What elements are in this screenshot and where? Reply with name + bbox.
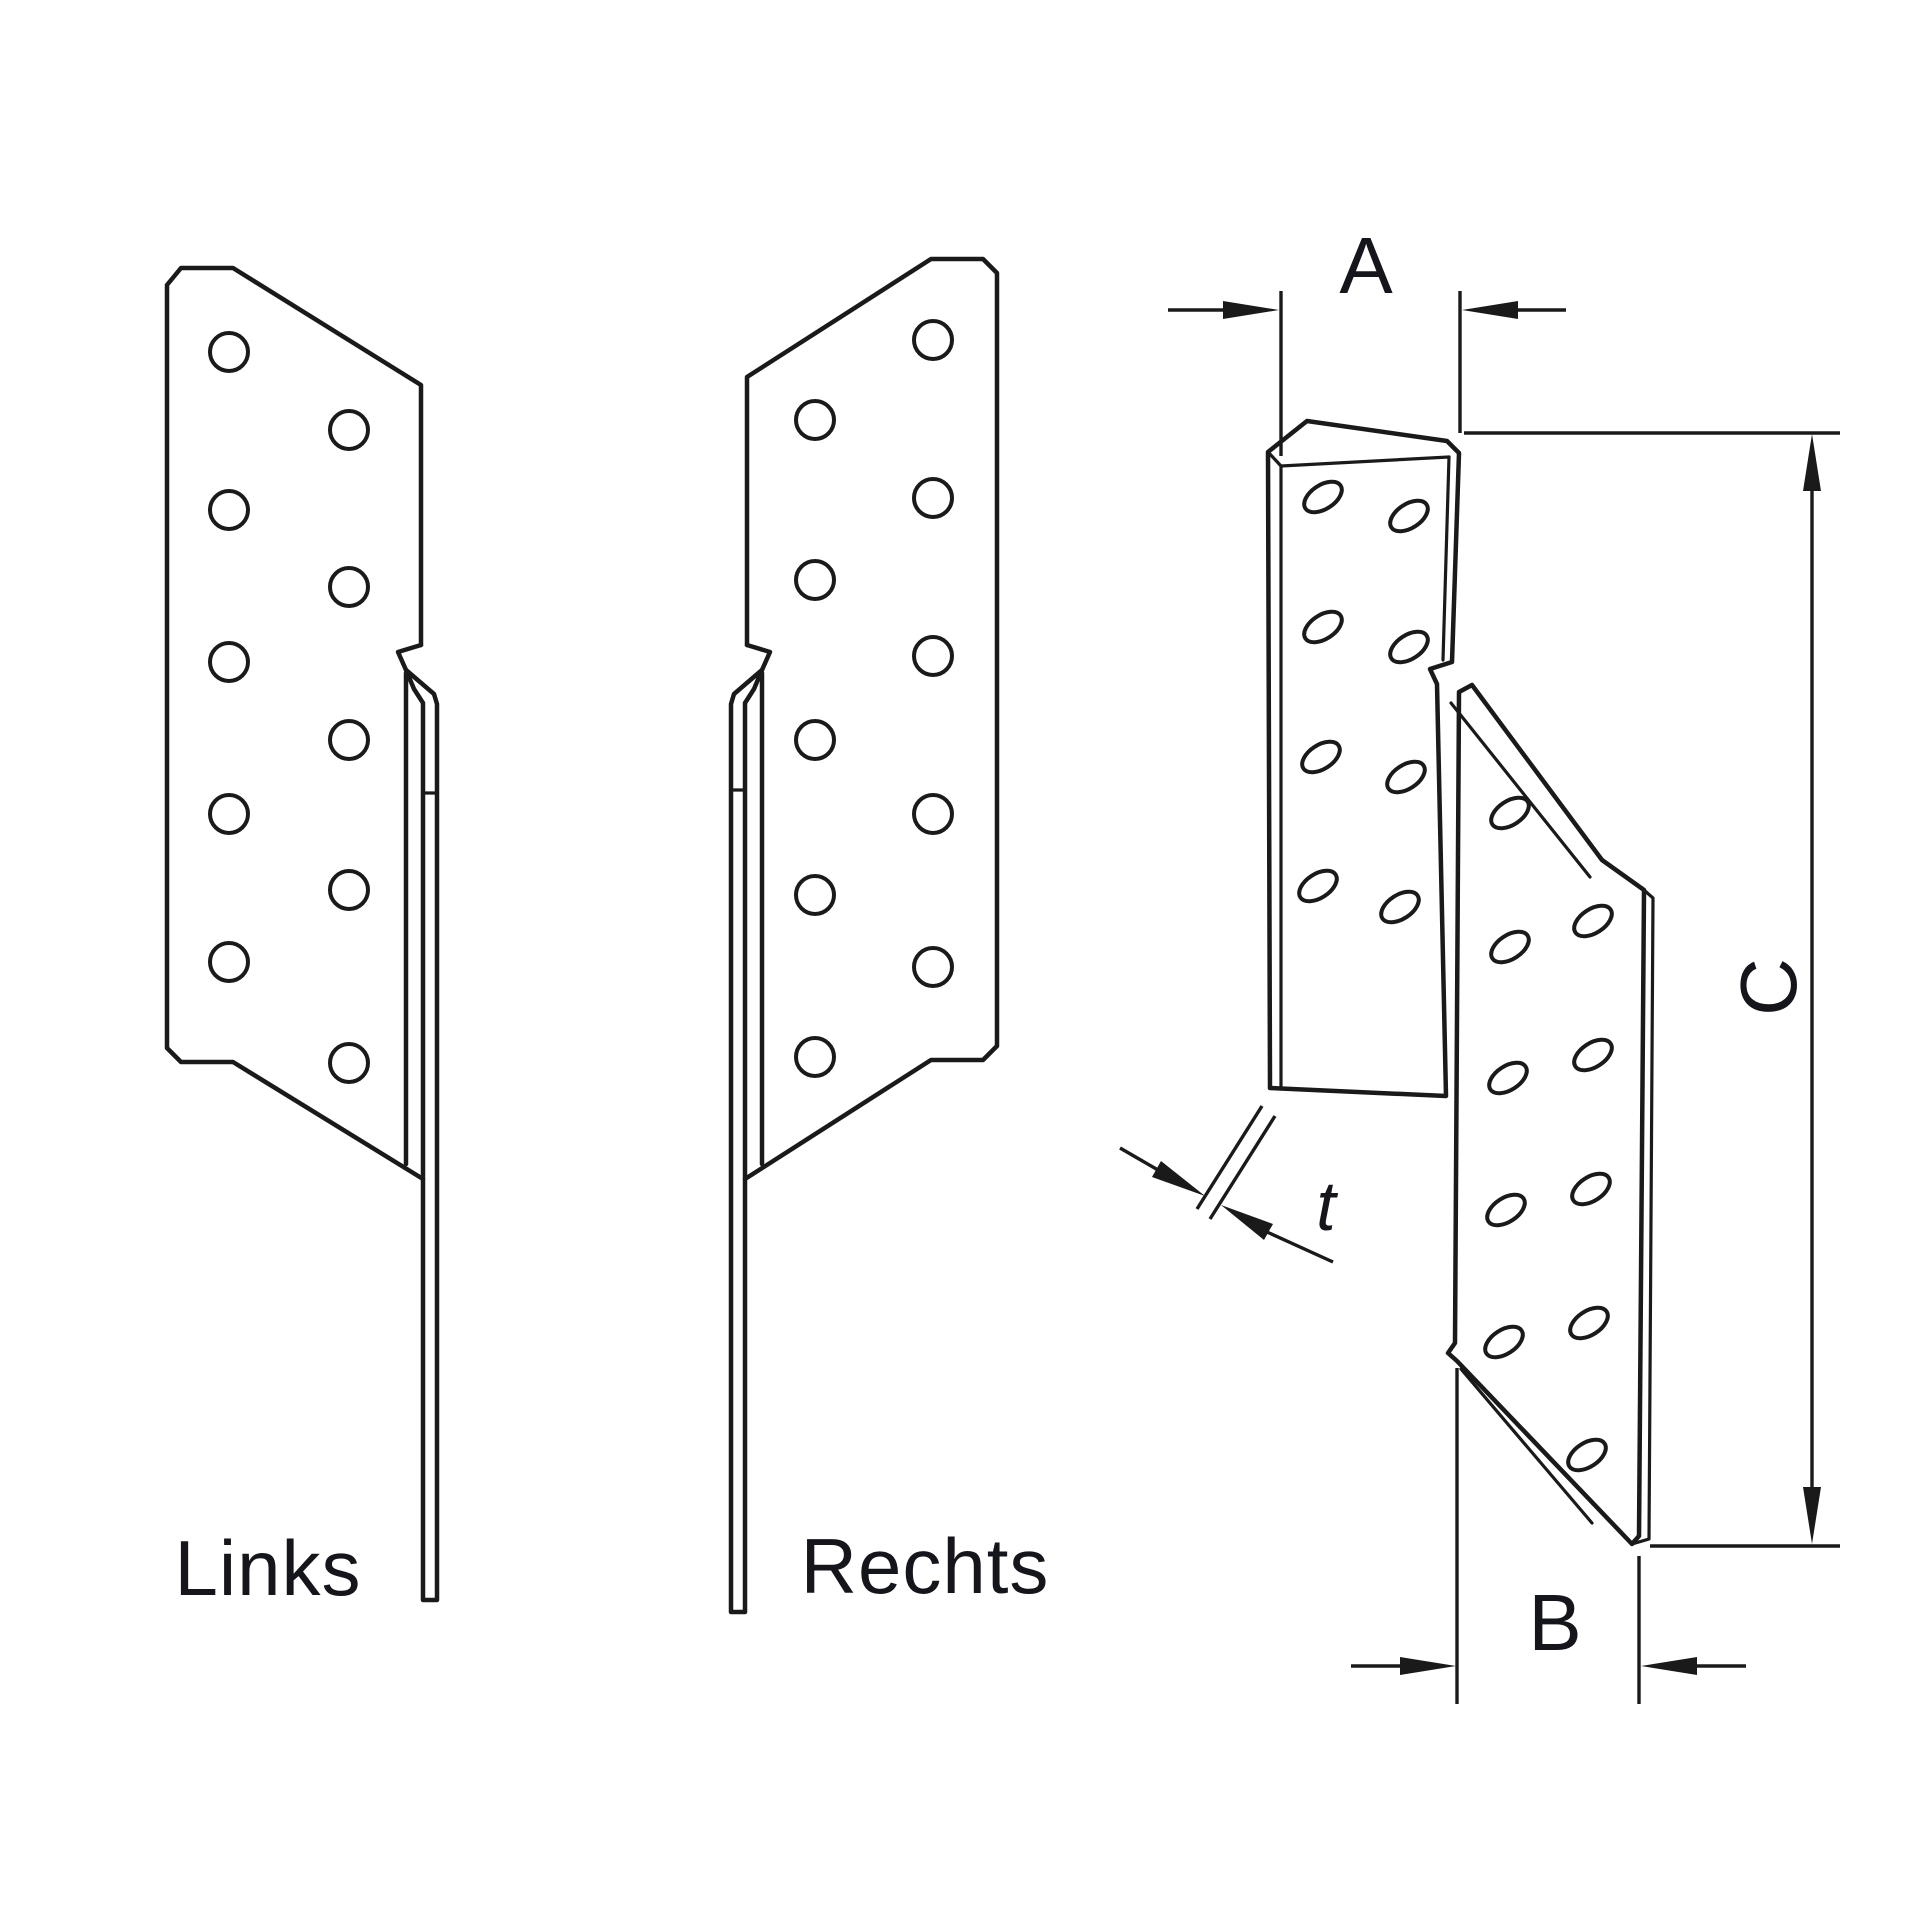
nail-hole — [1485, 1192, 1527, 1228]
nail-hole — [912, 635, 954, 677]
iso-view — [1265, 418, 1655, 1547]
plate-notch — [395, 642, 424, 673]
nail-hole — [208, 641, 250, 683]
nail-hole — [1570, 1171, 1612, 1207]
nail-hole — [208, 331, 250, 373]
nail-hole — [912, 477, 954, 519]
nail-hole — [1572, 903, 1614, 939]
nail-hole — [328, 566, 370, 608]
iso-right-wing-thickness-top — [1449, 701, 1592, 879]
nail-holes — [208, 331, 370, 1084]
thickness-face-line — [1208, 1115, 1277, 1220]
iso-right-wing-outline — [1445, 682, 1647, 1547]
nail-hole — [1483, 1324, 1525, 1360]
nail-hole — [794, 559, 836, 601]
nail-hole — [794, 719, 836, 761]
nail-hole — [328, 409, 370, 451]
arrowhead-left-icon — [1641, 1657, 1697, 1675]
nail-hole — [912, 946, 954, 988]
nail-hole — [1489, 929, 1531, 965]
dim-a-label: A — [1339, 221, 1393, 310]
dimension-c: C — [1464, 431, 1840, 1548]
iso-right-wing-holes — [1483, 795, 1614, 1473]
nail-hole — [1388, 498, 1430, 534]
iso-left-wing-thickness-top — [1279, 455, 1451, 468]
nail-hole — [1487, 1060, 1529, 1096]
nail-hole — [1297, 868, 1339, 904]
nail-hole — [1568, 1305, 1610, 1341]
arrowhead-right-icon — [1400, 1657, 1456, 1675]
fold-strip — [728, 667, 765, 1615]
dim-b-label: B — [1528, 1578, 1581, 1667]
dim-t-label: t — [1316, 1167, 1338, 1245]
nail-hole — [1379, 889, 1421, 925]
dim-c-label: C — [1724, 958, 1813, 1016]
nail-holes — [794, 319, 954, 1078]
nail-hole — [208, 941, 250, 983]
iso-left-wing-outline — [1265, 418, 1462, 1099]
nail-hole — [1388, 629, 1430, 665]
arrowhead-right-icon — [1223, 301, 1279, 319]
rechts-front-view: Rechts — [728, 256, 1050, 1615]
iso-right-wing-thickness-bottom — [1459, 1367, 1594, 1525]
nail-hole — [912, 319, 954, 361]
dim-line-lower — [1266, 1230, 1334, 1264]
nail-hole — [1300, 739, 1342, 775]
nail-hole — [328, 1042, 370, 1084]
nail-hole — [1385, 759, 1427, 795]
nail-hole — [208, 793, 250, 835]
nail-hole — [1572, 1037, 1614, 1073]
iso-left-wing-chamfer-edge — [1266, 450, 1283, 468]
nail-hole — [1566, 1437, 1608, 1473]
nail-hole — [328, 719, 370, 761]
arrowhead-up-icon — [1803, 434, 1821, 491]
arrowhead-left-icon — [1462, 301, 1518, 319]
arrowhead-down-icon — [1803, 1487, 1821, 1544]
dimension-t: t — [1119, 1105, 1338, 1264]
nail-hole — [1489, 795, 1531, 831]
dimension-b: B — [1351, 1368, 1746, 1704]
plate-notch — [744, 642, 773, 673]
plate-outline — [164, 265, 426, 1182]
nail-hole — [794, 874, 836, 916]
iso-left-wing-right-edge-band — [1441, 455, 1451, 662]
links-front-view: Links — [164, 265, 440, 1612]
nail-hole — [1302, 479, 1344, 515]
fold-strip — [403, 667, 440, 1603]
rechts-label: Rechts — [801, 1522, 1050, 1610]
links-label: Links — [174, 1524, 361, 1612]
iso-left-wing-holes — [1297, 479, 1430, 925]
nail-hole — [208, 489, 250, 531]
iso-right-wing-thickness-right — [1630, 888, 1655, 1546]
dim-line-upper — [1119, 1146, 1159, 1172]
nail-hole — [912, 793, 954, 835]
nail-hole — [328, 869, 370, 911]
arrowhead-downright-icon — [1152, 1161, 1205, 1196]
nail-hole — [794, 399, 836, 441]
nail-hole — [794, 1036, 836, 1078]
dimension-a: A — [1168, 221, 1566, 456]
thickness-face-line — [1195, 1105, 1264, 1210]
arrowhead-upleft-icon — [1221, 1205, 1273, 1240]
nail-hole — [1302, 609, 1344, 645]
plate-outline — [742, 256, 1000, 1182]
